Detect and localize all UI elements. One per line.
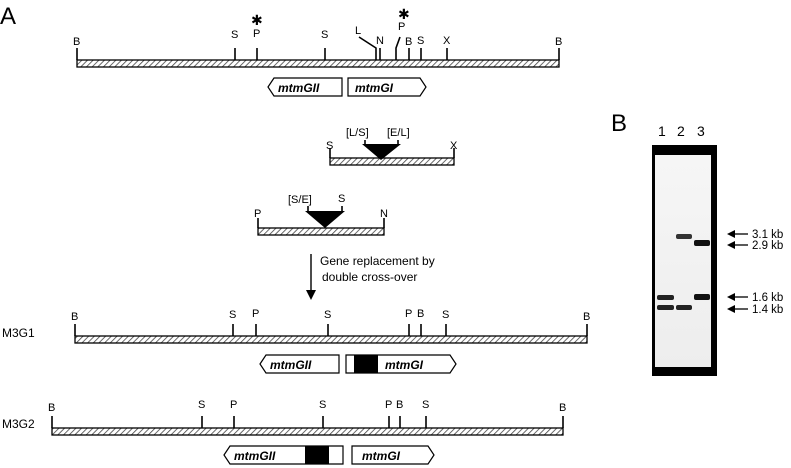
- gene-arrow-mtmgi: [351, 445, 435, 465]
- methylation-star-icon: ✱: [398, 6, 410, 22]
- insert-triangle: [362, 144, 401, 160]
- svg-text:S: S: [198, 399, 205, 411]
- svg-text:P: P: [230, 399, 237, 411]
- svg-text:B: B: [396, 399, 403, 411]
- svg-text:P: P: [405, 308, 412, 320]
- svg-text:P: P: [385, 399, 392, 411]
- svg-text:B: B: [71, 311, 78, 323]
- site-p-methylated: P: [253, 28, 260, 40]
- svg-text:S: S: [319, 399, 326, 411]
- gene-label-mtmgi: mtmGI: [355, 81, 394, 95]
- arrow-caption-line-2: double cross-over: [322, 270, 417, 284]
- band-lane2-1.4kb: [676, 305, 692, 310]
- strain-label-m3g1: M3G1: [2, 326, 35, 340]
- band-lane2-3.1kb: [676, 234, 692, 239]
- svg-text:X: X: [450, 140, 458, 152]
- svg-text:S: S: [442, 309, 449, 321]
- band-lane3-2.9kb: [694, 240, 710, 246]
- wild-type-locus: B S P ✱ S L N P ✱ B S X B mtmGII mtmGI: [73, 6, 562, 97]
- svg-text:[E/L]: [E/L]: [387, 127, 410, 139]
- site-x: X: [443, 35, 451, 47]
- svg-text:S: S: [324, 309, 331, 321]
- svg-text:mtmGI: mtmGI: [385, 358, 424, 372]
- wild-type-dna-bar: [76, 59, 560, 68]
- svg-text:B: B: [48, 402, 55, 414]
- construct-1: S [L/S] [E/L] X: [326, 127, 458, 166]
- size-2.9kb: 2.9 kb: [752, 240, 783, 252]
- site-s: S: [417, 35, 424, 47]
- size-1.4kb: 1.4 kb: [752, 304, 783, 316]
- svg-text:B: B: [583, 311, 590, 323]
- resistance-cassette: [305, 446, 329, 464]
- site-s: S: [231, 29, 238, 41]
- site-p-methylated: P: [398, 21, 405, 33]
- site-b: B: [555, 36, 562, 48]
- size-3.1kb: 3.1 kb: [752, 229, 783, 241]
- svg-text:P: P: [252, 308, 259, 320]
- site-n: N: [376, 35, 384, 47]
- band-lane3-1.6kb: [694, 294, 710, 300]
- panel-a-label: A: [0, 3, 16, 30]
- svg-text:mtmGII: mtmGII: [234, 449, 276, 463]
- svg-text:P: P: [254, 208, 261, 220]
- svg-text:S: S: [229, 309, 236, 321]
- size-1.6kb: 1.6 kb: [752, 292, 783, 304]
- site-l: L: [355, 25, 361, 37]
- lane-label-3: 3: [697, 123, 705, 139]
- construct-2: P [S/E] S N: [254, 193, 388, 236]
- gene-arrow-mtmgii: [259, 354, 340, 374]
- gene-label-mtmgii: mtmGII: [278, 81, 320, 95]
- svg-text:[S/E]: [S/E]: [288, 194, 312, 206]
- svg-text:mtmGI: mtmGI: [362, 449, 401, 463]
- gene-arrow-mtmgi: [347, 77, 427, 97]
- svg-text:B: B: [559, 402, 566, 414]
- svg-text:B: B: [417, 308, 424, 320]
- methylation-star-icon: ✱: [251, 12, 263, 28]
- panel-b-label: B: [611, 110, 627, 137]
- svg-text:mtmGII: mtmGII: [270, 358, 312, 372]
- insert-triangle: [305, 211, 345, 228]
- gene-arrow-mtmgii: [267, 77, 343, 97]
- m3g2-locus: M3G2 B S P S P B S B mtmGII mtmGI: [2, 399, 566, 465]
- lane-label-1: 1: [658, 123, 666, 139]
- svg-text:S: S: [338, 193, 345, 205]
- strain-label-m3g2: M3G2: [2, 417, 35, 431]
- svg-text:S: S: [422, 399, 429, 411]
- band-lane1-1.4kb: [657, 305, 674, 310]
- band-lane1-1.6kb: [657, 295, 674, 300]
- site-s: S: [321, 29, 328, 41]
- svg-text:[L/S]: [L/S]: [346, 127, 369, 139]
- svg-text:N: N: [380, 208, 388, 220]
- site-b: B: [73, 36, 80, 48]
- gene-replacement-arrow: Gene replacement by double cross-over: [306, 254, 435, 300]
- site-b: B: [405, 36, 412, 48]
- svg-text:S: S: [326, 140, 333, 152]
- resistance-cassette: [354, 355, 378, 373]
- southern-blot-gel: [652, 145, 717, 376]
- size-markers: 3.1 kb 2.9 kb 1.6 kb 1.4 kb: [727, 229, 783, 316]
- lane-label-2: 2: [677, 123, 685, 139]
- m3g1-locus: M3G1 B S P S P B S B mtmGII mtmGI: [2, 308, 590, 374]
- arrow-caption-line-1: Gene replacement by: [320, 254, 435, 268]
